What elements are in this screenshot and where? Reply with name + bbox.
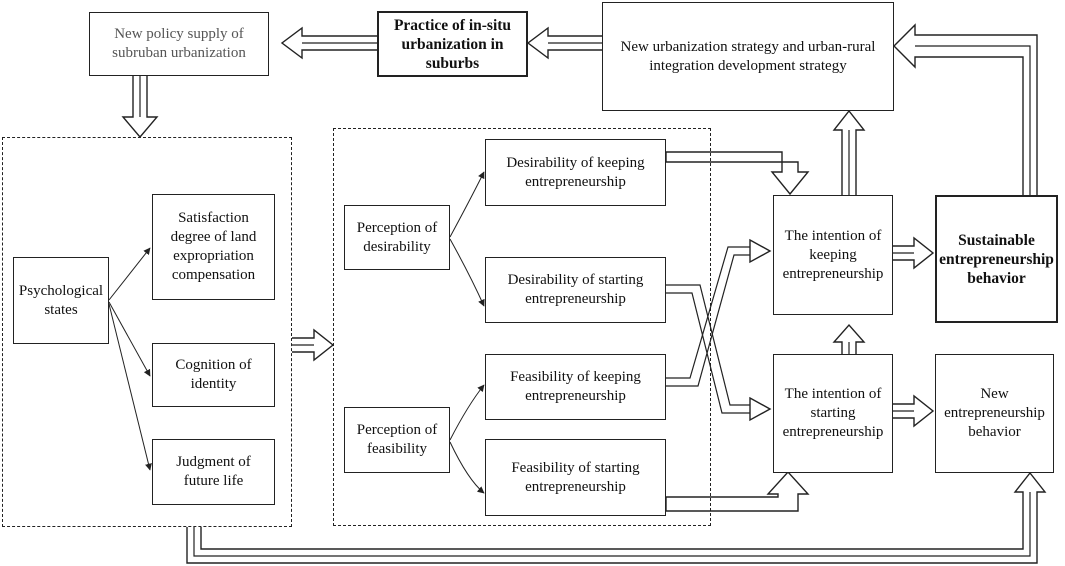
arrow-psych-to-satisfaction: [108, 247, 151, 301]
node-desirability-keeping: Desirability of keeping entrepreneurship: [485, 139, 666, 206]
arrow-pf-to-fs: [449, 441, 485, 494]
arrow-pf-to-fk: [449, 384, 485, 441]
node-cognition: Cognition of identity: [152, 343, 275, 407]
label-satisfaction: Satisfaction degree of land expropriatio…: [170, 210, 257, 283]
node-judgment: Judgment of future life: [152, 439, 275, 505]
arrow-pd-to-dk: [449, 171, 485, 238]
node-feasibility-keeping: Feasibility of keeping entrepreneurship: [485, 354, 666, 420]
label-feasibility-starting: Feasibility of starting entrepreneurship: [511, 459, 640, 495]
hollow-arrow-fs-to-is: [665, 470, 810, 512]
node-intention-starting: The intention of starting entrepreneursh…: [773, 354, 893, 473]
hollow-arrow-sustainable-to-strategy: [893, 23, 1038, 195]
label-intention-starting: The intention of starting entrepreneursh…: [782, 386, 884, 440]
label-judgment: Judgment of future life: [176, 454, 251, 489]
label-new-strategy: New urbanization strategy and urban-rura…: [620, 38, 876, 74]
node-feasibility-starting: Feasibility of starting entrepreneurship: [485, 439, 666, 516]
label-practice: Practice of in-situ urbanization in subu…: [393, 16, 512, 72]
node-new-policy: New policy supply of subruban urbanizati…: [89, 12, 269, 76]
node-practice: Practice of in-situ urbanization in subu…: [377, 11, 528, 77]
label-psychological: Psychological states: [18, 282, 104, 318]
arrow-psych-to-judgment: [108, 303, 152, 471]
arrow-psych-to-cognition: [108, 301, 151, 377]
hollow-arrow-is-to-ik: [832, 323, 866, 354]
label-sustainable: Sustainable entrepreneurship behavior: [939, 231, 1054, 287]
node-new-strategy: New urbanization strategy and urban-rura…: [602, 2, 894, 111]
node-desirability-starting: Desirability of starting entrepreneurshi…: [485, 257, 666, 323]
hollow-arrow-dk-to-ik: [665, 151, 810, 196]
label-cognition: Cognition of identity: [175, 357, 252, 392]
node-perception-desirability: Perception of desirability: [344, 205, 450, 270]
node-new-behavior: New entrepreneurship behavior: [935, 354, 1054, 473]
label-feasibility-keeping: Feasibility of keeping entrepreneurship: [510, 369, 641, 404]
label-new-behavior: New entrepreneurship behavior: [944, 386, 1045, 440]
node-psychological: Psychological states: [13, 257, 109, 344]
group-perception: [333, 128, 711, 526]
node-perception-feasibility: Perception of feasibility: [344, 407, 450, 473]
group-psychological: [2, 137, 292, 527]
label-desirability-starting: Desirability of starting entrepreneurshi…: [507, 272, 644, 307]
arrowhead-fk-to-ik: [749, 238, 772, 264]
label-new-policy: New policy supply of subruban urbanizati…: [112, 26, 246, 61]
label-intention-keeping: The intention of keeping entrepreneurshi…: [782, 227, 884, 282]
node-intention-keeping: The intention of keeping entrepreneurshi…: [773, 195, 893, 315]
label-perception-desirability: Perception of desirability: [356, 219, 438, 255]
arrow-pd-to-ds: [449, 238, 485, 307]
label-desirability-keeping: Desirability of keeping entrepreneurship: [506, 154, 645, 190]
hollow-arrow-fk-to-ik: [666, 246, 750, 387]
node-satisfaction: Satisfaction degree of land expropriatio…: [152, 194, 275, 300]
label-perception-feasibility: Perception of feasibility: [356, 422, 438, 457]
hollow-arrow-ds-to-is: [666, 284, 750, 414]
node-sustainable: Sustainable entrepreneurship behavior: [935, 195, 1058, 323]
hollow-arrow-bottom-loop: [186, 471, 1047, 564]
arrowhead-ds-to-is: [749, 396, 772, 422]
